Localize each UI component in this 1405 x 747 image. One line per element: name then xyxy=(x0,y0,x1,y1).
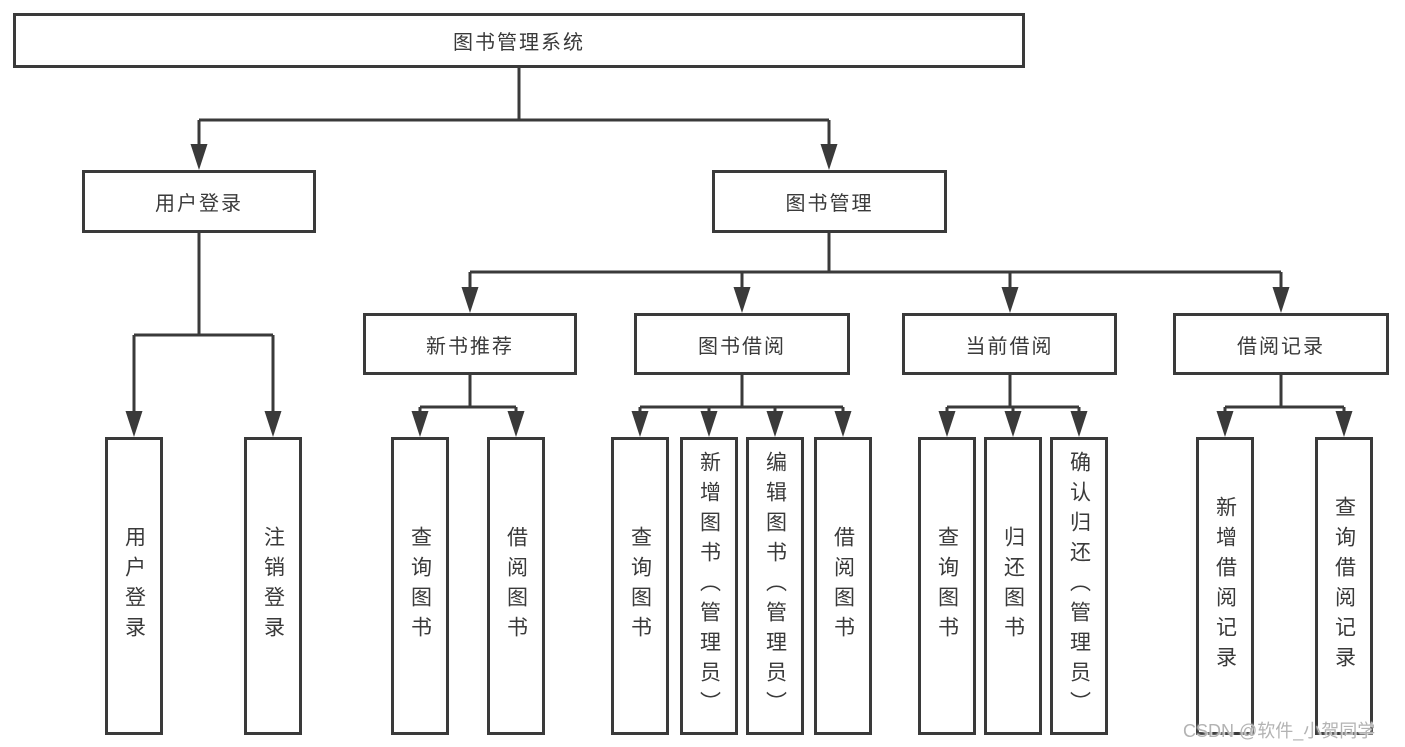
node-user-login-label: 用户登录 xyxy=(155,193,243,215)
leaf-bb-edit-books-admin: 编辑图书（管理员） xyxy=(746,437,804,735)
leaf-logout-label: 注销登录 xyxy=(261,526,285,646)
leaf-br-add-record: 新增借阅记录 xyxy=(1196,437,1254,735)
node-new-book-recommendation: 新书推荐 xyxy=(363,313,577,375)
leaf-cb-return-books: 归还图书 xyxy=(984,437,1042,735)
leaf-bb-query-books-label: 查询图书 xyxy=(628,526,652,646)
leaf-rec-borrow-books: 借阅图书 xyxy=(487,437,545,735)
leaf-bb-edit-books-admin-label: 编辑图书（管理员） xyxy=(763,451,787,721)
node-current-borrowing-label: 当前借阅 xyxy=(965,335,1054,358)
leaf-bb-add-books-admin-label: 新增图书（管理员） xyxy=(697,451,721,721)
node-user-login: 用户登录 xyxy=(82,170,316,233)
leaf-bb-borrow-books: 借阅图书 xyxy=(814,437,872,735)
csdn-watermark: CSDN @软件_小贺同学 xyxy=(1183,721,1376,741)
node-book-management: 图书管理 xyxy=(712,170,947,233)
leaf-bb-add-books-admin: 新增图书（管理员） xyxy=(680,437,738,735)
leaf-br-query-record: 查询借阅记录 xyxy=(1315,437,1373,735)
node-root-system: 图书管理系统 xyxy=(13,13,1025,68)
node-current-borrowing: 当前借阅 xyxy=(902,313,1117,375)
leaf-cb-return-books-label: 归还图书 xyxy=(1001,526,1025,646)
leaf-cb-confirm-return-admin: 确认归还（管理员） xyxy=(1050,437,1108,735)
node-borrowing-records-label: 借阅记录 xyxy=(1237,335,1325,358)
leaf-rec-borrow-books-label: 借阅图书 xyxy=(504,526,528,646)
leaf-cb-query-books-label: 查询图书 xyxy=(935,526,959,646)
node-book-borrowing-label: 图书借阅 xyxy=(698,335,786,358)
node-book-management-label: 图书管理 xyxy=(785,193,874,215)
leaf-br-query-record-label: 查询借阅记录 xyxy=(1332,496,1356,676)
leaf-bb-query-books: 查询图书 xyxy=(611,437,669,735)
node-root-label: 图书管理系统 xyxy=(453,32,585,54)
node-borrowing-records: 借阅记录 xyxy=(1173,313,1389,375)
leaf-bb-borrow-books-label: 借阅图书 xyxy=(831,526,855,646)
leaf-user-login-label: 用户登录 xyxy=(122,526,146,646)
leaf-logout: 注销登录 xyxy=(244,437,302,735)
leaf-rec-query-books: 查询图书 xyxy=(391,437,449,735)
node-new-book-recommendation-label: 新书推荐 xyxy=(426,335,514,358)
leaf-cb-query-books: 查询图书 xyxy=(918,437,976,735)
leaf-rec-query-books-label: 查询图书 xyxy=(408,526,432,646)
leaf-br-add-record-label: 新增借阅记录 xyxy=(1213,496,1237,676)
leaf-cb-confirm-return-admin-label: 确认归还（管理员） xyxy=(1067,451,1091,721)
leaf-user-login: 用户登录 xyxy=(105,437,163,735)
node-book-borrowing: 图书借阅 xyxy=(634,313,850,375)
